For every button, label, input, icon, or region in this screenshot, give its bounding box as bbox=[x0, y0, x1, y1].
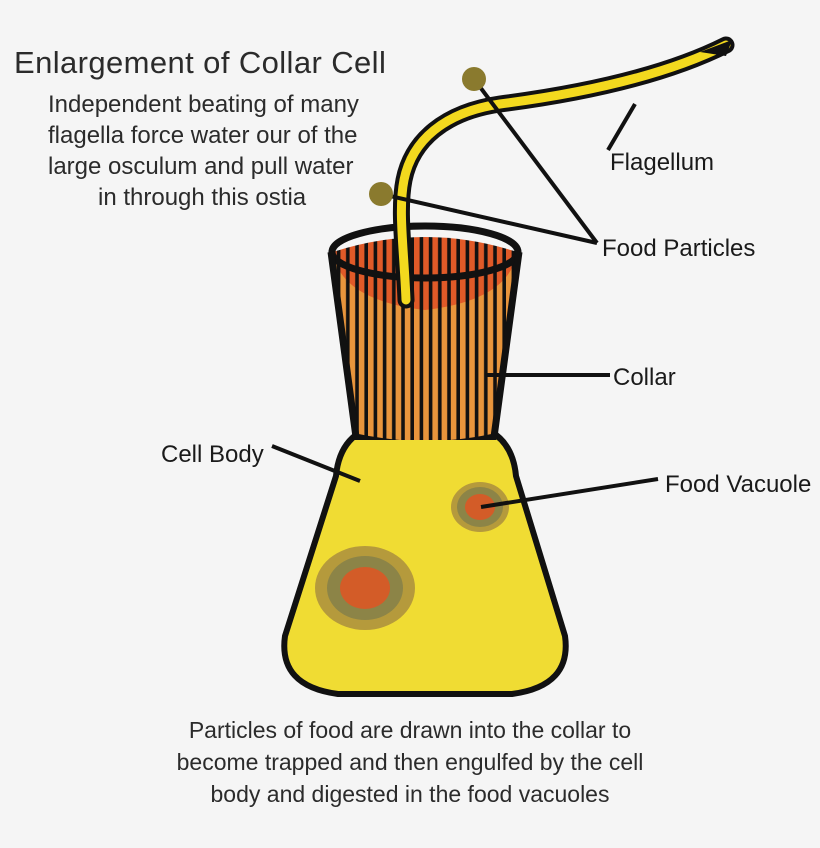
intro-line-1: Independent beating of many bbox=[48, 91, 359, 118]
vacuole-core bbox=[465, 494, 495, 520]
flagellum bbox=[392, 36, 735, 309]
label-food-particles: Food Particles bbox=[602, 235, 755, 262]
cell-body bbox=[281, 421, 569, 697]
food-particle-lower-icon bbox=[369, 182, 393, 206]
label-cell-body: Cell Body bbox=[161, 441, 264, 468]
label-collar: Collar bbox=[613, 364, 676, 391]
figure-title: Enlargement of Collar Cell bbox=[14, 45, 386, 80]
caption-line-1: Particles of food are drawn into the col… bbox=[189, 717, 631, 743]
flagellum-core bbox=[396, 40, 731, 305]
intro-line-2: flagella force water our of the bbox=[48, 122, 358, 149]
leader-food-vacuole bbox=[480, 477, 659, 509]
food-vacuole-large bbox=[315, 546, 415, 630]
vacuole-core bbox=[340, 567, 390, 609]
leader-food-particle-upper bbox=[472, 77, 599, 245]
leader-food-particle-lower bbox=[380, 192, 598, 245]
collar bbox=[327, 222, 523, 440]
food-vacuole-small bbox=[451, 482, 509, 532]
food-particle-upper-icon bbox=[462, 67, 486, 91]
label-flagellum: Flagellum bbox=[610, 149, 714, 176]
caption-line-3: body and digested in the food vacuoles bbox=[211, 781, 610, 807]
leader-flagellum bbox=[606, 102, 637, 152]
collar-outline bbox=[327, 251, 523, 440]
flagellum-tip bbox=[700, 40, 732, 56]
caption-line-2: become trapped and then engulfed by the … bbox=[177, 749, 644, 775]
intro-line-4: in through this ostia bbox=[98, 184, 307, 211]
label-food-vacuole: Food Vacuole bbox=[665, 471, 811, 498]
cell-body-outline bbox=[281, 421, 569, 697]
leader-cell-body bbox=[271, 444, 361, 483]
collar-interior-wall bbox=[333, 237, 517, 310]
intro-line-3: large osculum and pull water bbox=[48, 153, 354, 180]
